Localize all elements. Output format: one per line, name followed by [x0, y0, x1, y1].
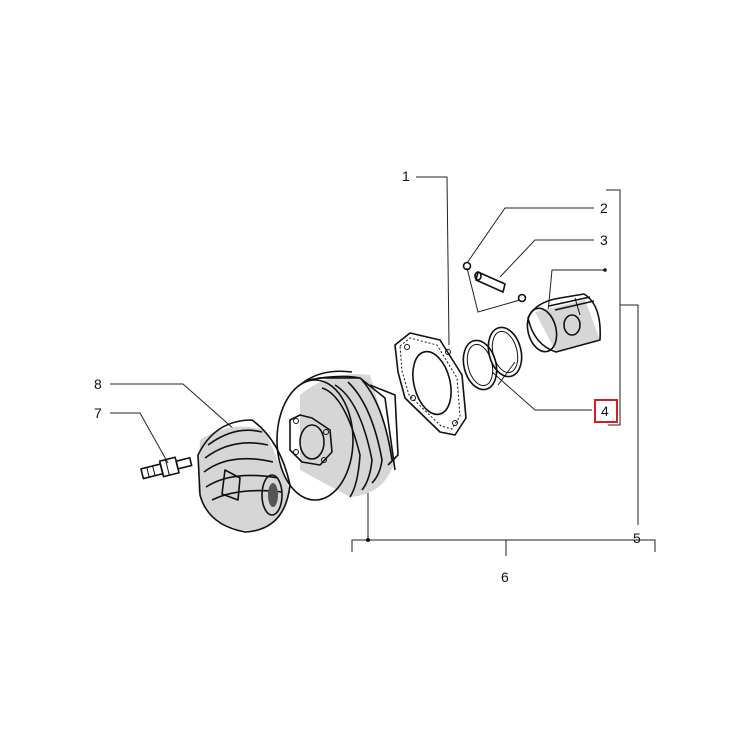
piston-rings-icon [462, 326, 523, 391]
leader-2 [466, 207, 594, 264]
leader-8 [110, 383, 236, 431]
callout-6: 6 [501, 569, 509, 585]
bracket-6 [351, 539, 656, 552]
circlip-icon [462, 261, 527, 303]
cylinder-icon [276, 370, 399, 501]
gasket-icon [394, 332, 467, 436]
callout-4: 4 [601, 403, 609, 419]
leader-1 [416, 176, 450, 346]
piston-pin-icon [474, 271, 506, 293]
bracket-5 [606, 189, 621, 426]
callout-labels: 1 2 3 4 5 6 7 8 [94, 168, 641, 585]
leader-4 [491, 371, 592, 411]
callout-5: 5 [633, 530, 641, 546]
leader-2b [466, 267, 521, 313]
callout-8: 8 [94, 376, 102, 392]
leader-5 [620, 304, 639, 525]
callout-2: 2 [600, 200, 608, 216]
leader-7 [110, 412, 169, 464]
cylinder-head-icon [197, 419, 291, 533]
piston-icon [526, 293, 601, 353]
callout-7: 7 [94, 405, 102, 421]
callout-4-highlight [594, 399, 618, 423]
leader-lines [110, 176, 656, 556]
leader-piston [547, 269, 605, 313]
leader-3 [499, 239, 594, 278]
callout-3: 3 [600, 232, 608, 248]
callout-1: 1 [402, 168, 410, 184]
spark-plug-icon [140, 456, 193, 480]
